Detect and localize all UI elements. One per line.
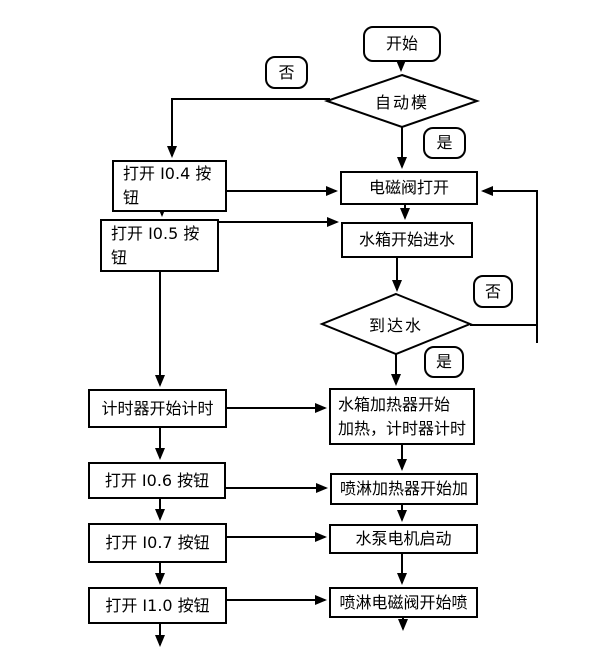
process-open-i07: 打开 I0.7 按钮 [88, 523, 227, 563]
process-spray-valve-label: 喷淋电磁阀开始喷 [339, 592, 468, 612]
start-label: 开始 [385, 34, 418, 53]
process-open-i04: 打开 I0.4 按 钮 [112, 160, 227, 212]
process-open-i06: 打开 I0.6 按钮 [88, 462, 226, 499]
process-open-i07-label: 打开 I0.7 按钮 [105, 533, 210, 552]
process-valve-open-label: 电磁阀打开 [368, 178, 449, 197]
branch-no-top-label: 否 [278, 62, 295, 82]
process-open-i05-label: 打开 I0.5 按 钮 [111, 223, 200, 267]
process-pump-start: 水泵电机启动 [329, 524, 478, 554]
process-tank-fill-label: 水箱开始进水 [358, 230, 455, 249]
branch-yes-right: 是 [424, 346, 464, 378]
process-open-i10: 打开 I1.0 按钮 [88, 587, 227, 624]
process-spray-heater: 喷淋加热器开始加 [330, 473, 478, 505]
process-timer-start: 计时器开始计时 [88, 389, 227, 428]
process-open-i06-label: 打开 I0.6 按钮 [104, 470, 210, 490]
process-spray-valve: 喷淋电磁阀开始喷 [329, 587, 478, 618]
process-tank-heater: 水箱加热器开始 加热，计时器计时 [329, 388, 475, 445]
decision-water-reached-label: 到达水 [368, 316, 423, 335]
process-tank-heater-label: 水箱加热器开始 加热，计时器计时 [338, 394, 467, 438]
branch-no-right: 否 [473, 275, 513, 308]
decision-water-reached-shape [319, 292, 473, 356]
process-timer-start-label: 计时器开始计时 [101, 398, 214, 418]
connector-auto-mode-no-to-i04 [167, 98, 330, 158]
process-tank-fill: 水箱开始进水 [341, 222, 473, 258]
branch-yes-top-label: 是 [436, 133, 453, 152]
decision-auto-mode-label: 自动模 [374, 93, 429, 112]
process-spray-heater-label: 喷淋加热器开始加 [339, 479, 468, 498]
start-node: 开始 [363, 26, 441, 62]
process-pump-start-label: 水泵电机启动 [355, 529, 452, 548]
branch-yes-right-label: 是 [435, 352, 452, 371]
process-valve-open: 电磁阀打开 [340, 171, 478, 205]
decision-auto-mode-shape [323, 73, 481, 129]
branch-no-top: 否 [265, 56, 308, 89]
process-open-i05: 打开 I0.5 按 钮 [100, 219, 219, 272]
connector-water-reached-no-to-valve [470, 186, 538, 326]
process-open-i04-label: 打开 I0.4 按 钮 [123, 164, 212, 207]
branch-no-right-label: 否 [484, 281, 501, 301]
process-open-i10-label: 打开 I1.0 按钮 [105, 595, 210, 615]
branch-yes-top: 是 [423, 127, 466, 159]
